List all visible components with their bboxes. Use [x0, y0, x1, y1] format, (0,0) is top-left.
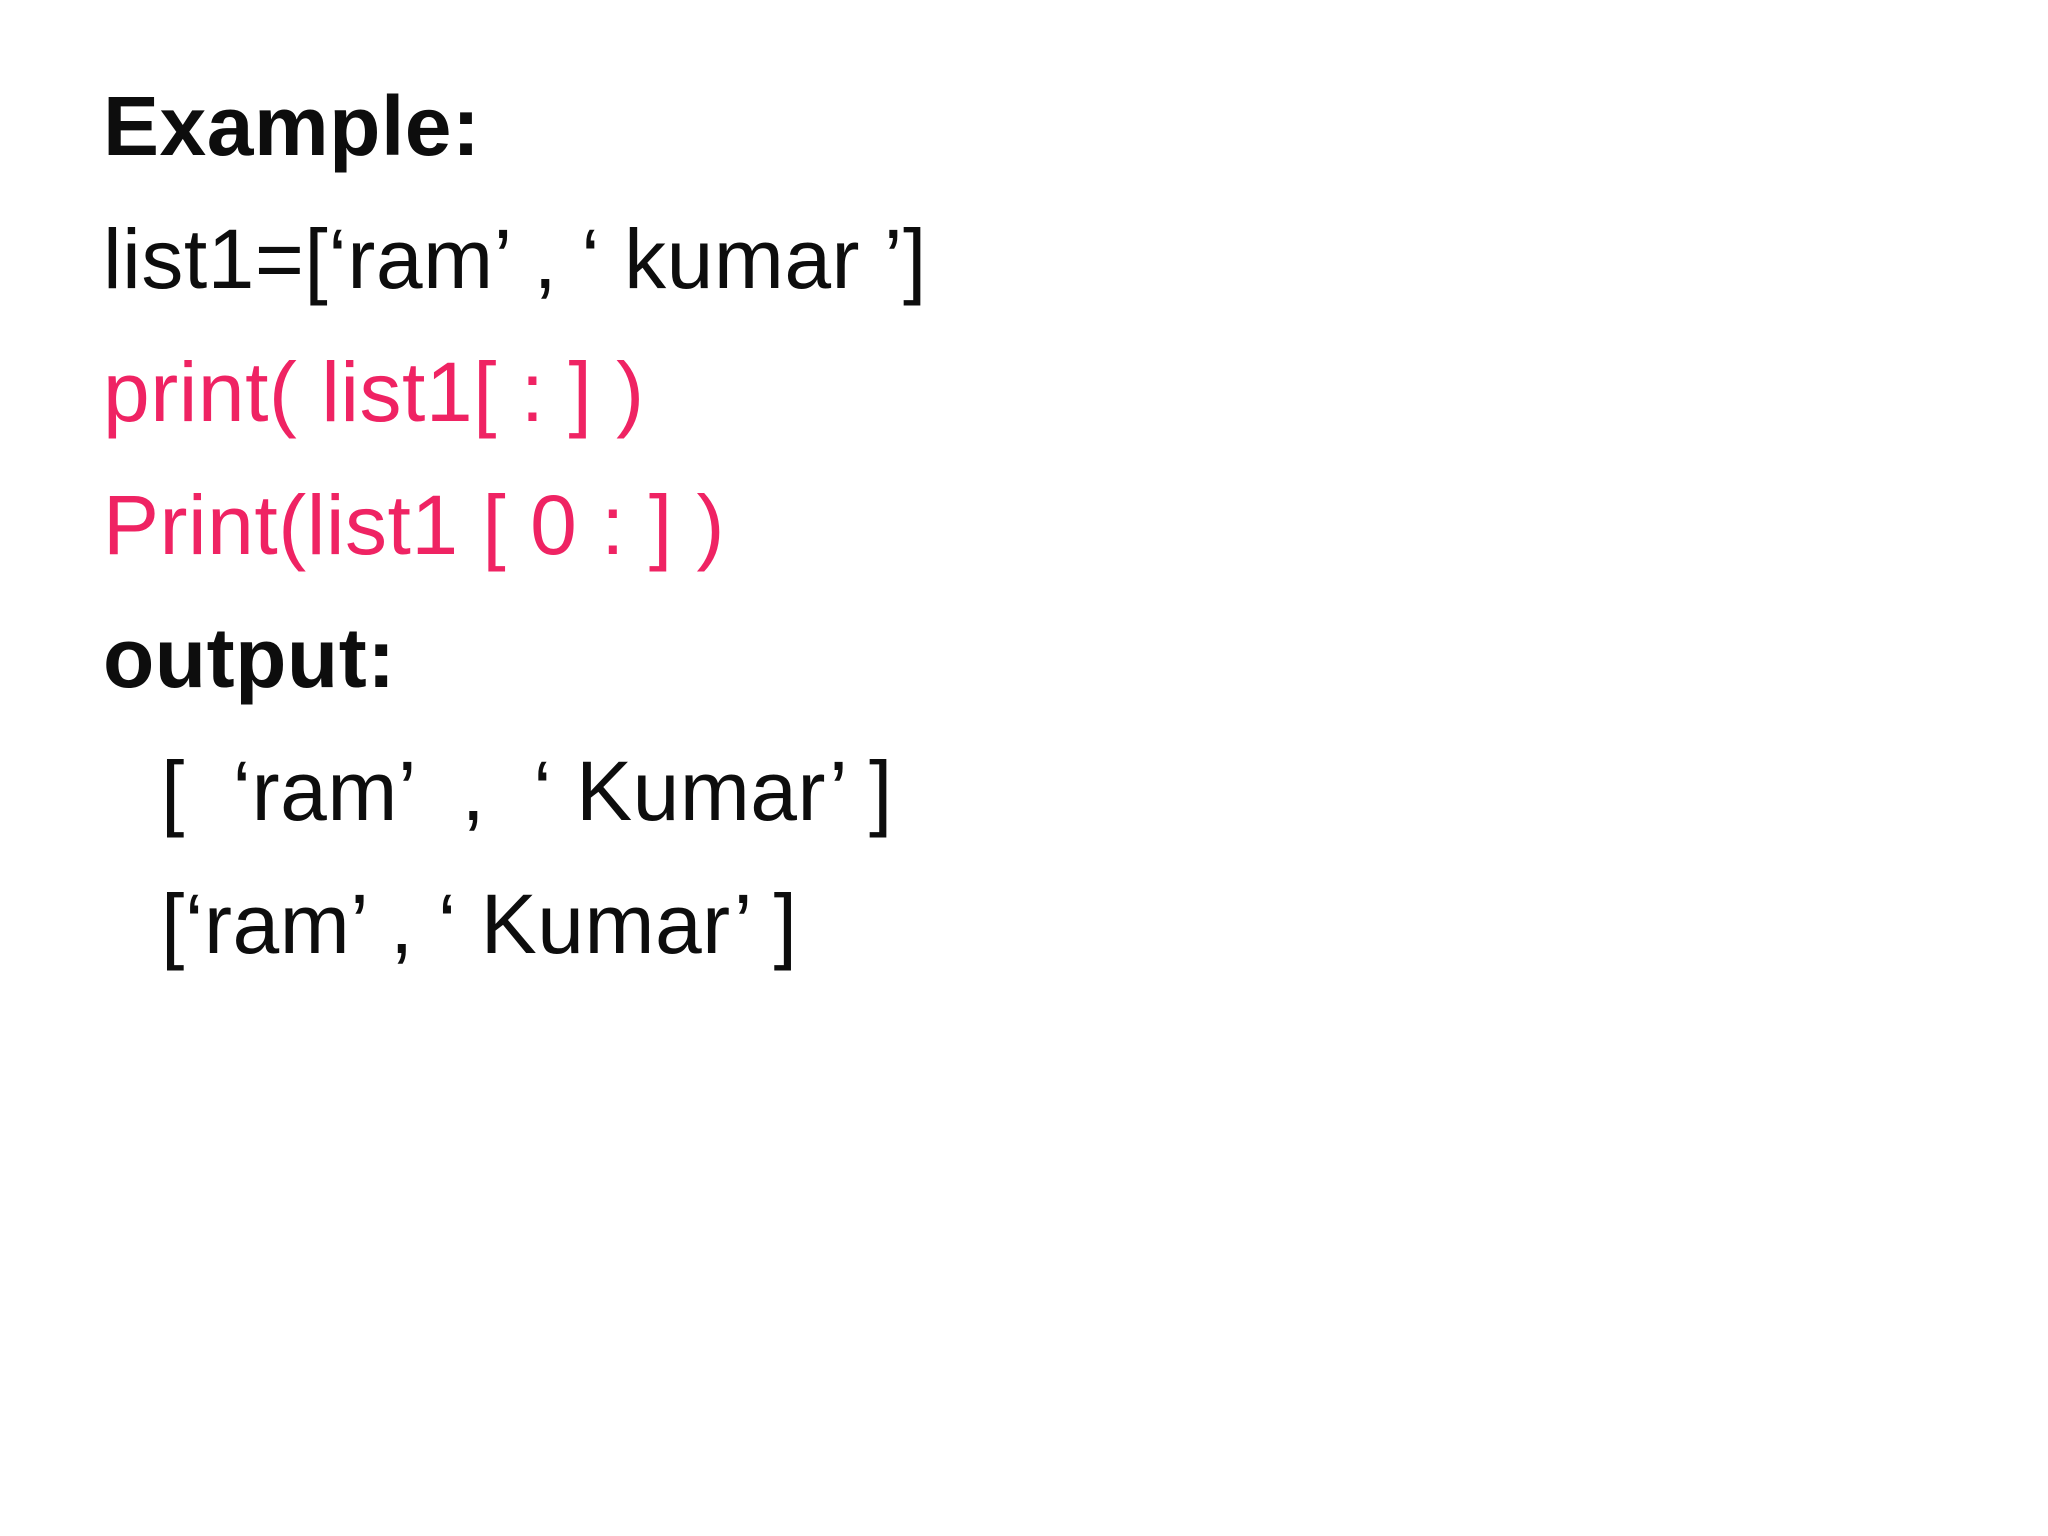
- output-result-line-2: [‘ram’ , ‘ Kumar’ ]: [161, 877, 798, 971]
- code-print-zero-slice: Print(list1 [ 0 : ] ): [103, 478, 725, 572]
- code-print-full-slice: print( list1[ : ] ): [103, 345, 645, 439]
- output-heading: output:: [103, 611, 396, 705]
- output-result-line-1: [ ‘ram’ , ‘ Kumar’ ]: [161, 744, 893, 838]
- example-heading: Example:: [103, 79, 481, 173]
- code-list-definition: list1=[‘ram’ , ‘ kumar ’]: [103, 212, 927, 306]
